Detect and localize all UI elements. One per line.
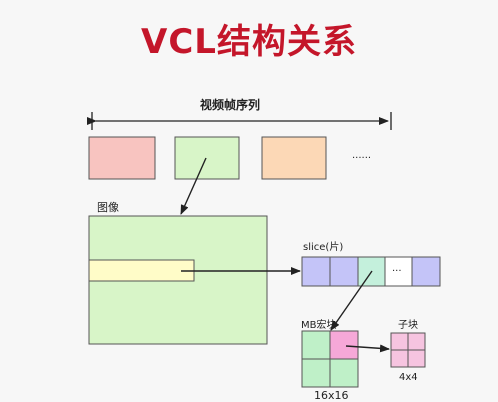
mb-cell-br (329, 358, 359, 388)
subblock-label: 子块 (398, 320, 418, 331)
mb-size-label: 16x16 (314, 389, 349, 402)
slice-cell-1 (301, 256, 331, 287)
page-title: VCL结构关系 (141, 22, 357, 62)
frame-2 (174, 136, 240, 180)
frame-to-picture-arrow (180, 157, 207, 215)
video-sequence-label: 视频帧序列 (200, 98, 261, 112)
mb-to-subblock-arrow (345, 344, 390, 353)
mb-cell-tr (329, 330, 359, 360)
frame-3 (261, 136, 327, 180)
slice-cell-5 (411, 256, 441, 287)
frame-1 (88, 136, 156, 180)
slice-strip (88, 259, 195, 282)
sub-cell-bl (390, 349, 409, 368)
mb-cell-bl (301, 358, 331, 388)
slice-cell-2 (329, 256, 359, 287)
slice-label: slice(片) (303, 242, 344, 253)
frames-ellipsis: ...... (352, 150, 372, 161)
sub-size-label: 4x4 (399, 372, 418, 383)
slice-to-mb-arrow (330, 270, 373, 331)
slice-ellipsis: ... (392, 263, 402, 274)
sub-cell-tl (390, 332, 409, 351)
mb-cell-tl (301, 330, 331, 360)
macroblock-label: MB宏块 (301, 320, 337, 331)
sub-cell-tr (407, 332, 426, 351)
picture-label: 图像 (97, 201, 119, 214)
sub-cell-br (407, 349, 426, 368)
